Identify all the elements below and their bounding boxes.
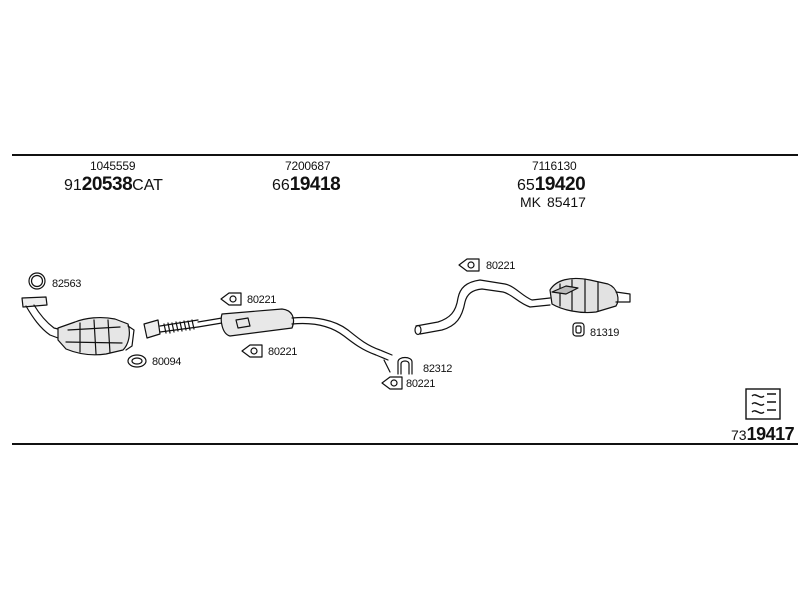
catalog-code-1-prefix: 91 [64,177,82,194]
catalog-code-3: 6519420 [517,174,586,196]
clamp-icon [220,292,242,306]
catalog-code-2-prefix: 66 [272,177,290,194]
flange-gasket-icon [127,354,147,368]
part-number-2: 7200687 [285,159,331,173]
catalog-logo-icon [745,388,781,420]
label-gasket-80094: 80094 [152,356,182,368]
label-clamp-80221-b: 80221 [268,346,298,358]
mk-number: 85417 [547,194,586,210]
label-bracket-82312: 82312 [423,363,453,375]
catalog-code-3-prefix: 65 [517,177,535,194]
footer-code-main: 19417 [746,424,795,444]
ring-gasket-icon [28,272,46,290]
catalytic-converter-icon [21,296,135,356]
label-mount-81319: 81319 [590,327,620,339]
catalog-code-1-suffix: CAT [132,177,163,194]
mk-code: MK 85417 [520,194,586,210]
bracket-icon [397,356,413,375]
footer-catalog-code: 7319417 [731,424,795,445]
clamp-icon [381,376,403,390]
label-clamp-80221-c: 80221 [486,260,516,272]
rear-pipe-icon [414,279,551,336]
rubber-mount-icon [572,322,585,337]
clamp-icon [458,258,480,272]
catalog-code-2-main: 19418 [289,174,341,195]
part-number-1: 1045559 [90,159,136,173]
clamp-icon [241,344,263,358]
catalog-code-3-main: 19420 [534,174,586,195]
footer-code-prefix: 73 [731,427,747,443]
catalog-code-1: 9120538CAT [64,174,163,196]
catalog-code-2: 6619418 [272,174,341,196]
catalog-code-1-main: 20538 [81,174,133,195]
part-number-3: 7116130 [532,159,577,173]
middle-silencer-icon [143,308,393,361]
label-clamp-80221-d: 80221 [406,378,436,390]
label-ring-82563: 82563 [52,278,82,290]
bottom-rule [12,443,798,445]
mk-prefix: MK [520,194,541,210]
label-clamp-80221-a: 80221 [247,294,277,306]
top-rule [12,154,798,156]
rear-muffler-icon [549,277,631,314]
